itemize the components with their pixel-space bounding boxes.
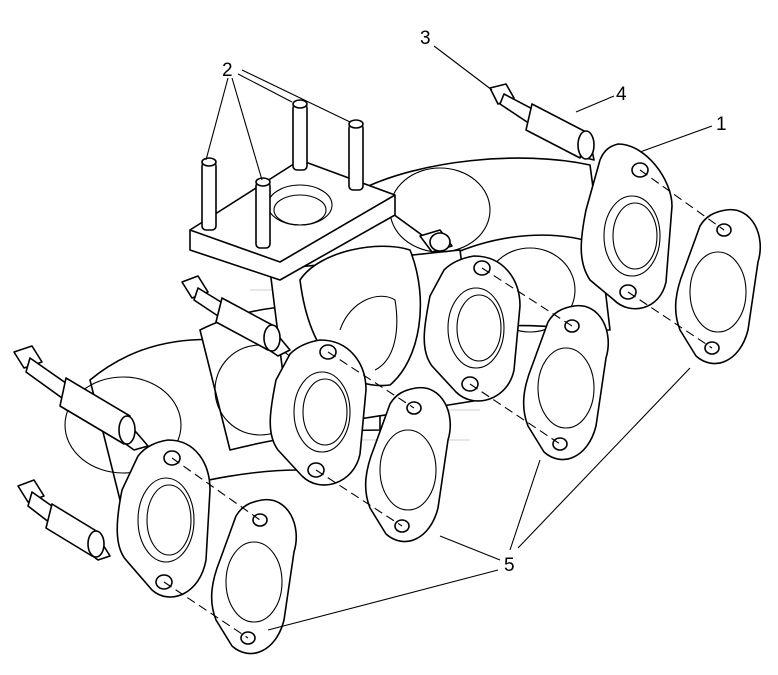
callout-3: 3 [420, 28, 431, 49]
stud [348, 119, 364, 191]
bolt-upper-left [181, 275, 291, 357]
alignment-lines [163, 169, 725, 639]
callout-1: 1 [716, 114, 727, 135]
port-flange [269, 339, 367, 486]
bolt-lower-left [17, 479, 111, 561]
stud [292, 99, 308, 171]
callout-2: 2 [222, 60, 233, 81]
stud [255, 177, 271, 249]
callout-4: 4 [616, 84, 627, 105]
bolt-center [419, 229, 453, 253]
gasket [210, 498, 298, 655]
bolt-top-right [489, 83, 595, 161]
callouts: 1 2 3 4 5 [222, 28, 727, 576]
bolt-mid-left [13, 345, 149, 451]
port-flanges [116, 143, 673, 598]
gasket [674, 208, 762, 365]
port-flange [423, 255, 521, 402]
leader-lines [205, 45, 713, 631]
callout-5: 5 [504, 555, 515, 576]
bolts [13, 83, 595, 561]
port-flange [580, 143, 673, 310]
gasket [522, 304, 610, 461]
stud [201, 157, 217, 231]
studs [201, 99, 364, 249]
